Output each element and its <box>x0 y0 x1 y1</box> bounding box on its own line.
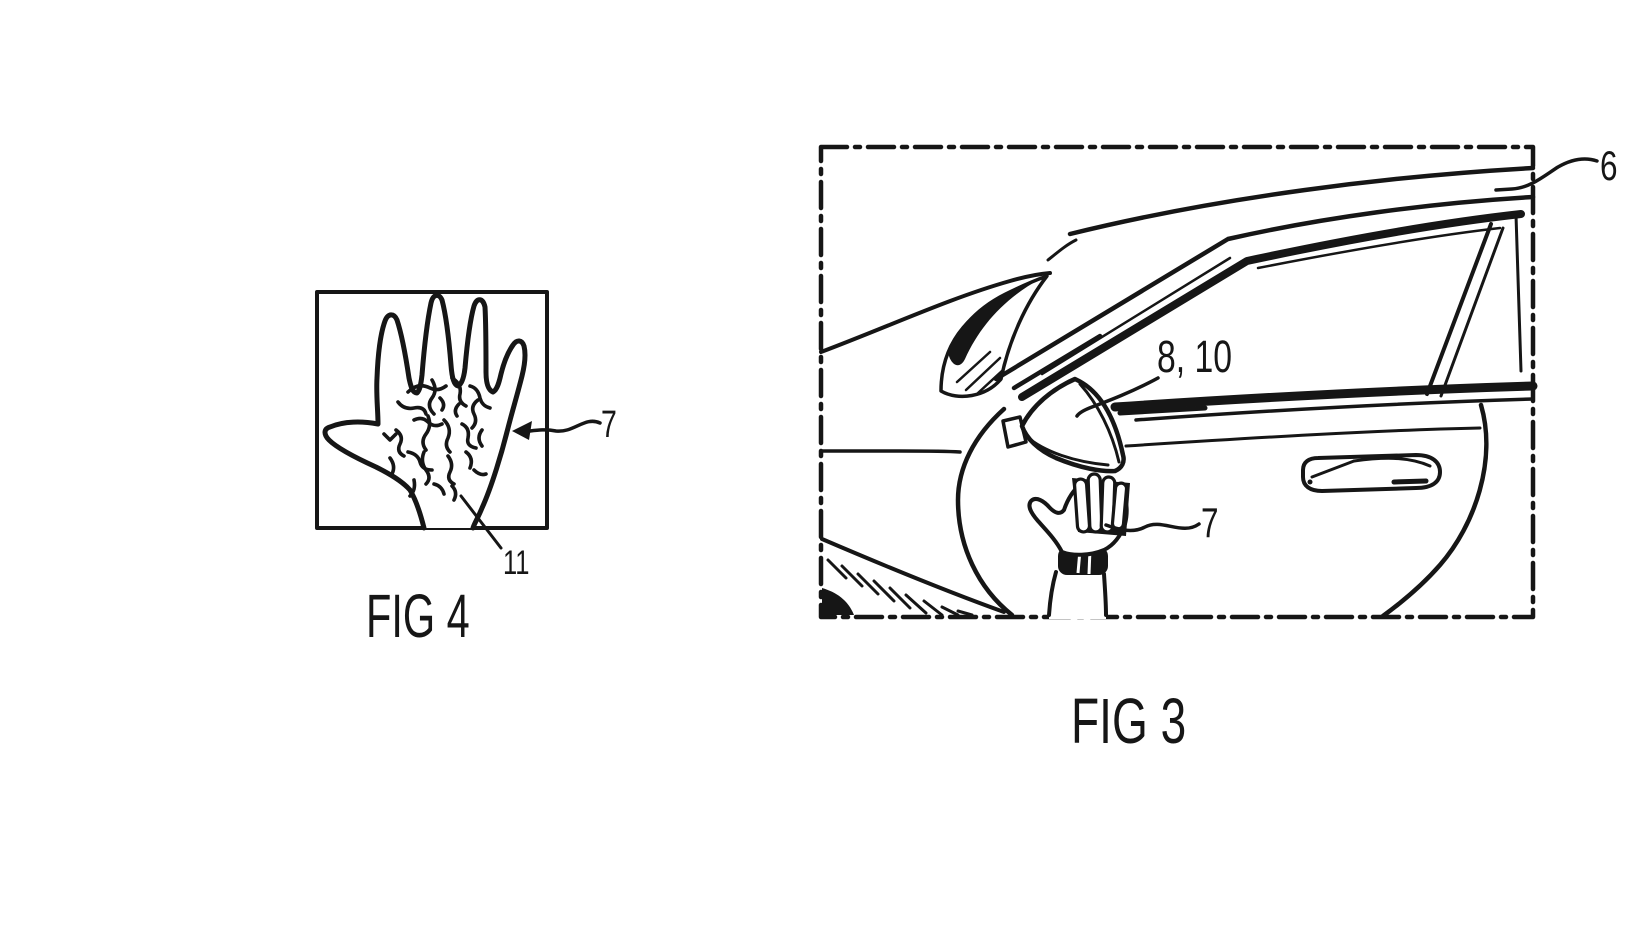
car-a-pillar-outer <box>993 194 1536 382</box>
fig3-ref-hand: 7 <box>1201 499 1219 547</box>
car-rear-window-edge <box>1514 213 1523 373</box>
car-belt-line <box>1110 381 1538 422</box>
car-wheel-arch <box>820 537 1006 614</box>
car-fender-bulge <box>955 406 1015 618</box>
hand-fingers <box>1073 472 1129 534</box>
mirror-lower-band <box>1024 434 1110 467</box>
car-tire-hatching <box>826 558 974 617</box>
car-pillar-streaks <box>1011 256 1232 391</box>
fig3-side-mirror <box>1001 376 1126 474</box>
fig3-leader-mirror <box>1075 376 1160 418</box>
fig4-arrowhead <box>512 421 532 440</box>
fig3-group: 6 8, 10 7 FIG 3 <box>818 142 1618 757</box>
fig3-dashdot-border <box>818 144 1536 620</box>
mirror-edge-sliver <box>1078 382 1121 464</box>
fig3-leader-hand <box>1104 522 1201 533</box>
car-crease-right <box>1124 426 1482 448</box>
fig4-caption: FIG 4 <box>366 583 470 651</box>
fig4-ref-veins: 11 <box>503 545 529 582</box>
car-crease-left <box>819 449 962 454</box>
fig3-ref-mirror: 8, 10 <box>1157 332 1232 382</box>
fig4-ref-hand: 7 <box>601 404 617 446</box>
fig3-car-drawing <box>819 165 1538 619</box>
fig3-caption: FIG 3 <box>1071 686 1186 757</box>
fig3-leader-roof <box>1494 157 1599 192</box>
car-window-inner-line <box>1256 226 1502 270</box>
arm-fill <box>1049 570 1106 619</box>
car-hood-line <box>819 271 1052 354</box>
car-windshield-top <box>1046 238 1078 262</box>
fig3-hand-group <box>1027 472 1130 619</box>
car-tire-corner <box>822 588 854 615</box>
fig3-ref-roof: 6 <box>1600 142 1618 190</box>
car-door-edge <box>1380 402 1489 619</box>
arm-right-edge <box>1102 572 1108 617</box>
car-b-pillar <box>1425 222 1505 398</box>
fig4-leader-11 <box>459 494 503 550</box>
fig4-vein-pattern <box>382 376 492 502</box>
car-window-frame <box>1018 210 1525 401</box>
arm-left-edge <box>1047 570 1058 617</box>
fig4-leader-7 <box>528 419 602 433</box>
car-quarter-glass <box>948 279 1040 366</box>
car-door-handle <box>1301 453 1442 493</box>
car-roof-line <box>1067 165 1536 237</box>
car-sail-hatching <box>955 350 1005 395</box>
fig4-group: 7 11 FIG 4 <box>315 290 617 651</box>
